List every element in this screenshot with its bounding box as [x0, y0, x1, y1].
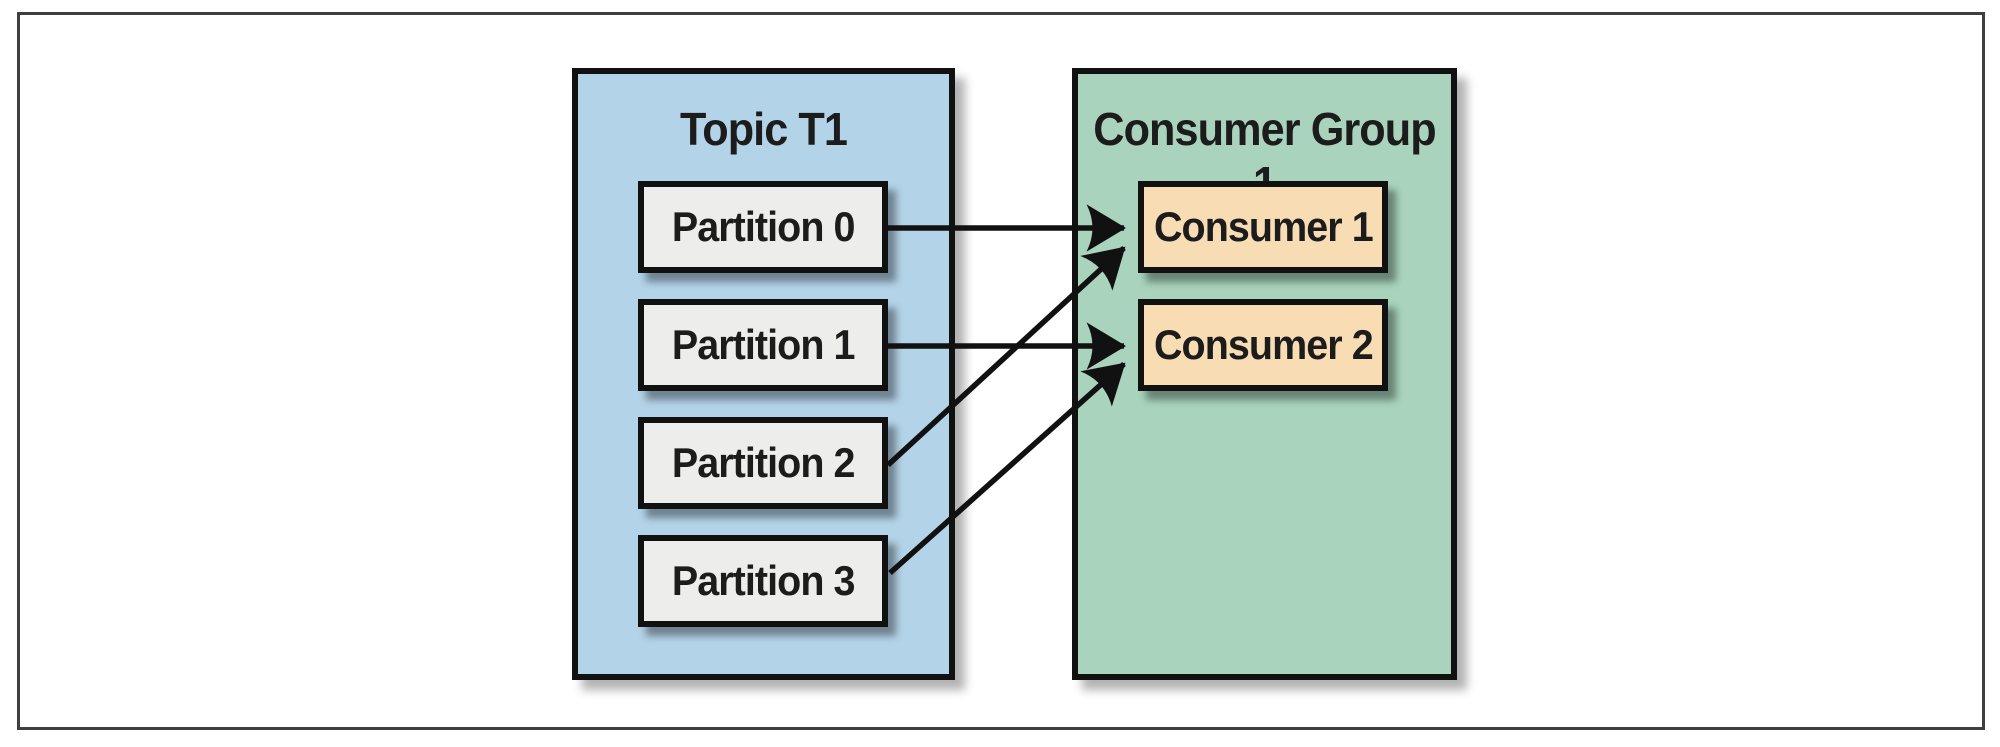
topic-box: Topic T1 Partition 0 Partition 1 Partiti…	[572, 68, 955, 680]
partition-1-box: Partition 1	[638, 299, 888, 391]
consumer-1-label: Consumer 1	[1153, 203, 1374, 250]
topic-title: Topic T1	[679, 103, 848, 155]
consumer-group-box: Consumer Group 1 Consumer 1 Consumer 2	[1072, 68, 1457, 680]
consumer-2-label: Consumer 2	[1153, 321, 1374, 368]
partition-0-label: Partition 0	[671, 203, 856, 250]
partition-3-box: Partition 3	[638, 535, 888, 627]
consumer-2-box: Consumer 2	[1138, 299, 1388, 391]
partition-2-box: Partition 2	[638, 417, 888, 509]
partition-0-box: Partition 0	[638, 181, 888, 273]
partition-1-label: Partition 1	[671, 321, 856, 368]
partition-3-label: Partition 3	[671, 557, 856, 604]
partition-2-label: Partition 2	[671, 439, 856, 486]
connection-arrows	[886, 204, 1126, 576]
diagram-frame: Topic T1 Partition 0 Partition 1 Partiti…	[17, 12, 1985, 730]
consumer-1-box: Consumer 1	[1138, 181, 1388, 273]
